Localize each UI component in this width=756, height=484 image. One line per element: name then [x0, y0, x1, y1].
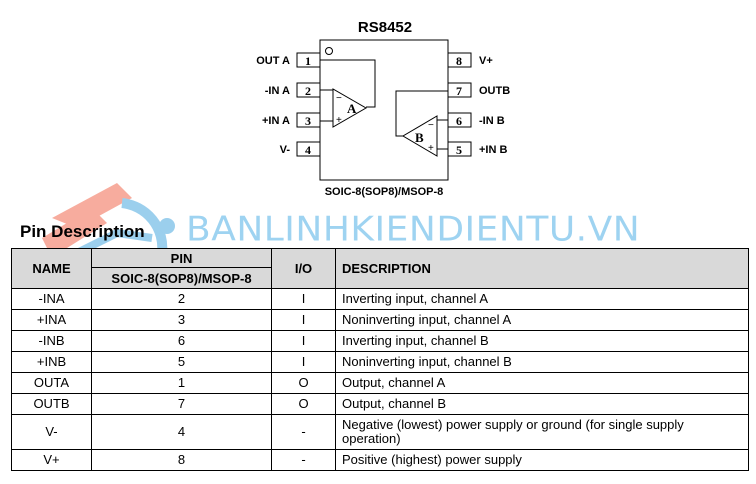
- pin-label: OUT A: [256, 55, 290, 67]
- cell-name: -INA: [11, 288, 92, 310]
- cell-name: -INB: [11, 330, 92, 352]
- pin-number: 6: [456, 114, 462, 128]
- left-pin-2: 2 -IN A: [265, 82, 321, 98]
- section-title: Pin Description: [20, 222, 145, 241]
- package-label: SOIC-8(SOP8)/MSOP-8: [325, 186, 444, 198]
- op-amp-b: B − +: [395, 90, 448, 157]
- cell-name: +INB: [11, 351, 92, 373]
- chip-title: RS8452: [358, 19, 412, 36]
- pin1-marker: [325, 47, 333, 55]
- right-pin-5: 5 +IN B: [447, 141, 507, 157]
- amp-a-plus: +: [336, 115, 342, 126]
- table-row: V+8-Positive (highest) power supply: [11, 449, 749, 471]
- pin-label: -IN B: [479, 115, 505, 127]
- cell-name: OUTB: [11, 393, 92, 415]
- cell-pin: 6: [91, 330, 272, 352]
- amp-b-label: B: [415, 130, 424, 145]
- right-pin-6: 6 -IN B: [447, 112, 505, 128]
- watermark-text: BANLINHKIENDIENTU.VN: [186, 210, 641, 249]
- pin-number: 5: [456, 143, 462, 157]
- left-pin-1: 1 OUT A: [256, 52, 321, 68]
- pin-description-table: NAME PIN I/O DESCRIPTION SOIC-8(SOP8)/MS…: [11, 248, 749, 471]
- pinout-diagram: RS8452 1 OUT A 2 -IN A 3 +IN A 4 V- 8 V+ 7 OUTB 6 -I…: [256, 19, 510, 198]
- cell-description: Negative (lowest) power supply or ground…: [335, 414, 749, 450]
- cell-io: I: [271, 330, 336, 352]
- pin-number: 8: [456, 54, 462, 68]
- amp-b-plus: +: [428, 143, 434, 154]
- cell-name: V-: [11, 414, 92, 450]
- cell-description: Inverting input, channel B: [335, 330, 749, 352]
- cell-name: +INA: [11, 309, 92, 331]
- pin-label: V+: [479, 55, 493, 67]
- pin-number: 1: [305, 54, 311, 68]
- amp-a-minus: −: [336, 93, 342, 104]
- header-pin-package: SOIC-8(SOP8)/MSOP-8: [91, 267, 272, 289]
- cell-pin: 2: [91, 288, 272, 310]
- op-amp-a: A − +: [320, 59, 376, 128]
- header-description: DESCRIPTION: [335, 248, 749, 289]
- cell-name: V+: [11, 449, 92, 471]
- cell-io: I: [271, 288, 336, 310]
- pin-box: [296, 112, 321, 128]
- pin-number: 3: [305, 114, 311, 128]
- cell-io: O: [271, 393, 336, 415]
- right-pin-8: 8 V+: [447, 52, 493, 68]
- cell-pin: 5: [91, 351, 272, 373]
- header-io: I/O: [271, 248, 336, 289]
- cell-pin: 3: [91, 309, 272, 331]
- cell-description: Inverting input, channel A: [335, 288, 749, 310]
- header-name: NAME: [11, 248, 92, 289]
- pin-box: [296, 141, 321, 157]
- header-pin: PIN: [91, 248, 272, 268]
- pin-label: +IN A: [262, 115, 290, 127]
- cell-description: Positive (highest) power supply: [335, 449, 749, 471]
- left-pin-4: 4 V-: [280, 141, 321, 157]
- cell-pin: 1: [91, 372, 272, 394]
- pin-label: V-: [280, 144, 291, 156]
- right-pin-7: 7 OUTB: [447, 82, 510, 98]
- cell-description: Noninverting input, channel A: [335, 309, 749, 331]
- pin-number: 7: [456, 84, 462, 98]
- pin-label: +IN B: [479, 144, 507, 156]
- table-row: V-4-Negative (lowest) power supply or gr…: [11, 414, 749, 450]
- cell-name: OUTA: [11, 372, 92, 394]
- amp-a-label: A: [347, 101, 357, 116]
- pin-number: 2: [305, 84, 311, 98]
- cell-pin: 7: [91, 393, 272, 415]
- cell-io: I: [271, 309, 336, 331]
- cell-pin: 4: [91, 414, 272, 450]
- cell-io: -: [271, 414, 336, 450]
- pin-number: 4: [305, 143, 311, 157]
- cell-io: -: [271, 449, 336, 471]
- amp-b-minus: −: [428, 120, 434, 131]
- pin-label: -IN A: [265, 85, 290, 97]
- cell-io: O: [271, 372, 336, 394]
- pin-box: [447, 82, 472, 98]
- left-pin-3: 3 +IN A: [262, 112, 321, 128]
- pin-label: OUTB: [479, 85, 510, 97]
- pin-box: [447, 52, 472, 68]
- cell-pin: 8: [91, 449, 272, 471]
- cell-description: Noninverting input, channel B: [335, 351, 749, 373]
- cell-description: Output, channel B: [335, 393, 749, 415]
- cell-io: I: [271, 351, 336, 373]
- cell-description: Output, channel A: [335, 372, 749, 394]
